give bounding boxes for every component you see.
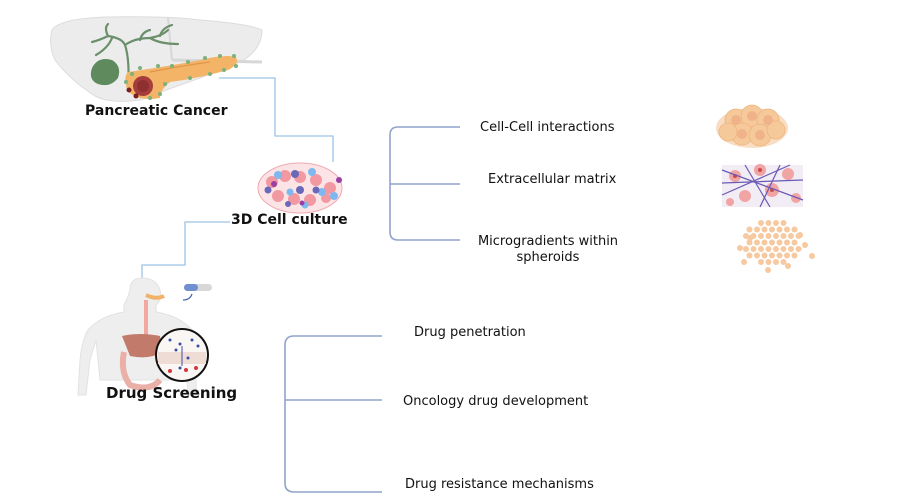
spheroid-dot <box>769 239 775 246</box>
spheroid-dot <box>784 239 790 246</box>
spheroid-dot <box>788 246 794 252</box>
spheroid-dot <box>765 220 772 226</box>
spheroid-dot <box>773 246 779 252</box>
spheroid-dot <box>809 253 815 259</box>
cell-cluster-icon <box>716 104 788 148</box>
spheroid-dot <box>758 220 764 226</box>
spheroid-dot <box>773 259 779 265</box>
branch-label-oncology-drug-development: Oncology drug development <box>403 394 589 409</box>
spheroid-dot <box>754 252 760 259</box>
connector-culture-to-screening <box>141 221 230 281</box>
spheroid-dot <box>765 246 772 252</box>
spheroid-dot <box>743 246 749 252</box>
spheroid-dot <box>784 252 790 259</box>
spheroid-dot <box>780 259 787 265</box>
screening-bracket <box>284 335 382 493</box>
spheroid-dot <box>765 259 772 265</box>
spheroid-dot <box>754 239 760 246</box>
extracellular-matrix-icon <box>721 164 804 208</box>
spheroid-dot <box>780 246 787 252</box>
spheroid-dot <box>750 246 757 252</box>
spheroid-dot <box>776 239 783 246</box>
branch-label-extracellular-matrix: Extracellular matrix <box>488 172 617 187</box>
spheroid-dot <box>765 233 772 239</box>
spheroid-dot <box>776 252 783 259</box>
spheroid-dot <box>761 226 768 233</box>
spheroid-dot <box>780 220 787 226</box>
spheroid-dot <box>791 239 798 246</box>
branch-label-microgradients-line1: Microgradients within <box>477 234 619 249</box>
spheroid-dot <box>761 239 768 246</box>
spheroid-dot <box>746 226 753 233</box>
branch-label-microgradients-line2: spheroids <box>516 250 580 265</box>
spheroid-dot <box>758 259 764 265</box>
spheroid-dot <box>791 226 798 233</box>
spheroid-dot <box>784 226 790 233</box>
node-label-pancreatic-cancer: Pancreatic Cancer <box>85 103 228 119</box>
culture-bracket <box>389 126 460 241</box>
spheroid-dot <box>765 267 771 273</box>
branch-label-drug-penetration: Drug penetration <box>414 325 526 340</box>
branch-label-cell-cell-interactions: Cell-Cell interactions <box>480 120 615 135</box>
spheroid-dot <box>737 245 743 251</box>
spheroid-dot <box>773 220 779 226</box>
spheroid-dot <box>780 233 787 239</box>
spheroid-dot <box>746 252 753 259</box>
spheroid-dot <box>802 242 808 248</box>
spheroid-dot <box>797 232 803 238</box>
node-label-drug-screening: Drug Screening <box>106 384 238 402</box>
spheroid-dot <box>769 226 775 233</box>
spheroid-dot <box>769 252 775 259</box>
spheroid-dots-icon <box>737 220 815 273</box>
node-label-3d-cell-culture: 3D Cell culture <box>231 212 348 228</box>
spheroid-dot <box>758 233 764 239</box>
spheroid-dot <box>788 233 794 239</box>
spheroid-dot <box>741 259 747 265</box>
spheroid-dot <box>746 239 753 246</box>
branch-label-drug-resistance-mechanisms: Drug resistance mechanisms <box>405 477 594 492</box>
spheroid-dot <box>761 252 768 259</box>
spheroid-dot <box>754 226 760 233</box>
spheroid-dot <box>747 235 753 241</box>
spheroid-dot <box>791 252 798 259</box>
connector-cancer-to-culture <box>219 77 334 162</box>
spheroid-dot <box>758 246 764 252</box>
spheroid-dot <box>795 246 802 252</box>
branch-label-microgradients: Microgradients within spheroids <box>473 234 623 266</box>
spheroid-dot <box>776 226 783 233</box>
spheroid-dot <box>785 263 791 269</box>
spheroid-dot <box>773 233 779 239</box>
